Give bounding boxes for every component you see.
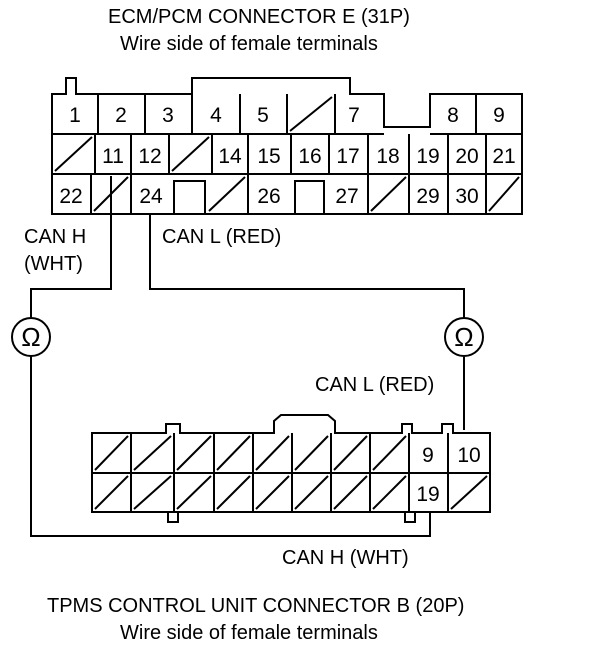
- ohmmeter-right-circle: [444, 317, 484, 357]
- ecm-pin-16: 16: [298, 145, 321, 168]
- ecm-connector: [51, 77, 523, 215]
- ecm-pin-14: 14: [218, 145, 242, 168]
- ohmmeter-left-circle: [11, 317, 51, 357]
- ecm-can-h-wire: [30, 176, 431, 537]
- ohmmeter-left-icon: Ω: [21, 322, 40, 352]
- ecm-pin-17: 17: [336, 145, 359, 168]
- ecm-pin-15: 15: [257, 145, 280, 168]
- tpms-connector-subtitle: Wire side of female terminals: [120, 622, 378, 644]
- ecm-pin-26: 26: [257, 185, 280, 208]
- ecm-pin-3: 3: [162, 104, 174, 127]
- ecm-pin-18: 18: [376, 145, 399, 168]
- ecm-pin-29: 29: [416, 185, 439, 208]
- tpms-connector: [91, 414, 491, 523]
- ecm-pin-7: 7: [348, 104, 360, 127]
- ecm-pin-30: 30: [455, 185, 478, 208]
- ecm-pin-21: 21: [492, 145, 515, 168]
- ecm-connector-title: ECM/PCM CONNECTOR E (31P): [108, 6, 410, 28]
- ecm-pin-20: 20: [455, 145, 478, 168]
- ohmmeter-right-icon: Ω: [454, 322, 473, 352]
- tpms-pin-19: 19: [416, 483, 439, 506]
- tpms-pin-9: 9: [422, 444, 434, 467]
- ecm-pin-4: 4: [210, 104, 222, 127]
- ecm-pin-11: 11: [102, 145, 124, 168]
- ecm-pin-1: 1: [69, 104, 81, 127]
- can-h-top-label-line2: (WHT): [24, 253, 83, 275]
- ecm-pin-22: 22: [59, 185, 82, 208]
- can-l-top-label: CAN L (RED): [162, 226, 281, 248]
- ecm-pin-24: 24: [139, 185, 163, 208]
- ecm-pin-8: 8: [447, 104, 459, 127]
- ecm-pin-12: 12: [138, 145, 161, 168]
- ecm-pin-19: 19: [416, 145, 439, 168]
- tpms-connector-title: TPMS CONTROL UNIT CONNECTOR B (20P): [47, 595, 464, 617]
- ecm-can-l-wire: [149, 214, 465, 430]
- can-h-bottom-label: CAN H (WHT): [282, 547, 409, 569]
- can-l-right-label: CAN L (RED): [315, 374, 434, 396]
- ecm-pin-2: 2: [115, 104, 127, 127]
- ecm-pin-5: 5: [257, 104, 269, 127]
- ecm-connector-subtitle: Wire side of female terminals: [120, 33, 378, 55]
- tpms-connector-outline: [91, 414, 491, 513]
- ecm-pin-27: 27: [335, 185, 358, 208]
- tpms-pin-10: 10: [457, 444, 480, 467]
- ecm-pin-9: 9: [493, 104, 505, 127]
- can-h-top-label-line1: CAN H: [24, 226, 86, 248]
